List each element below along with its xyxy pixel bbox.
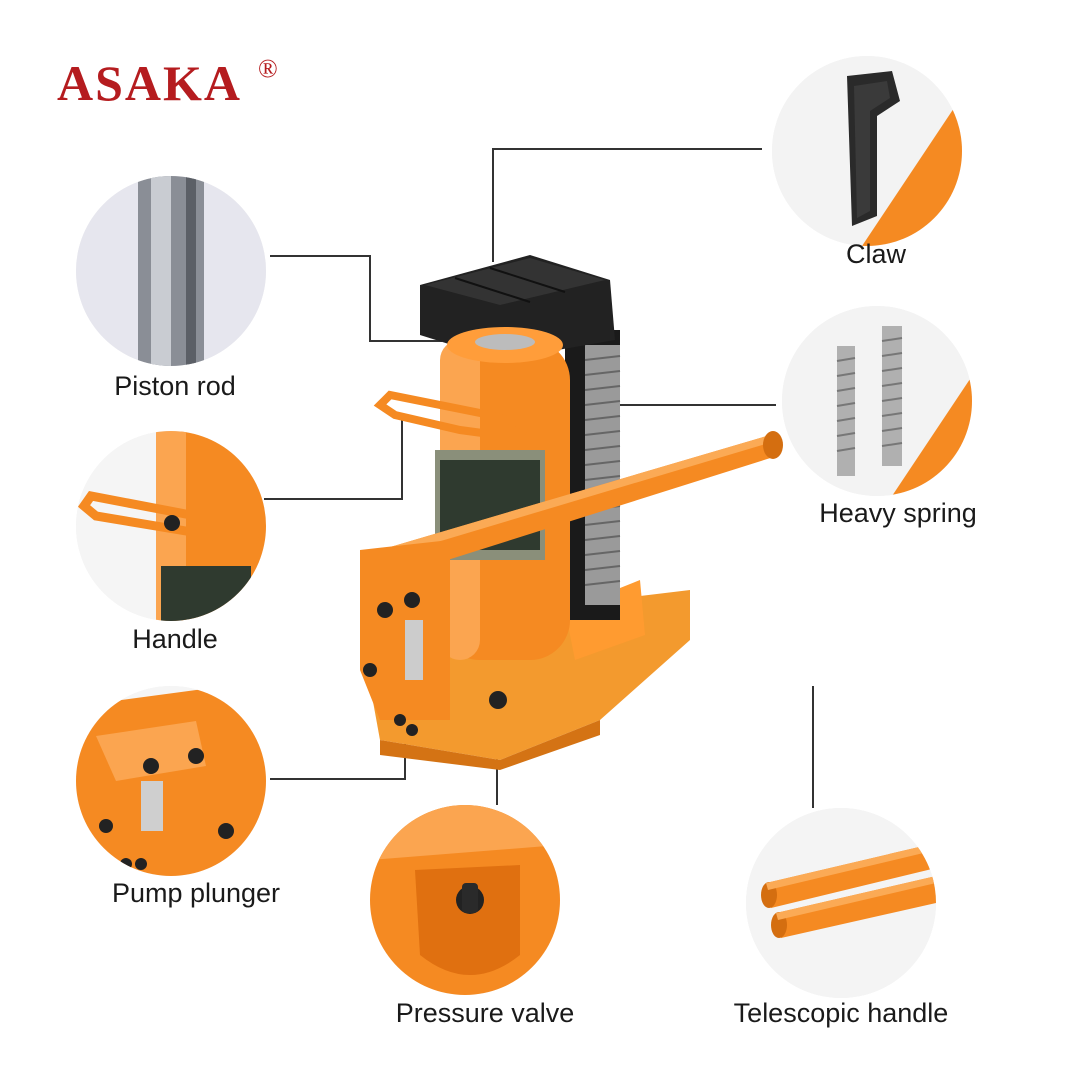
pump-plunger-label: Pump plunger	[111, 878, 281, 908]
pump-plunger-detail-image	[76, 686, 266, 876]
claw-label: Claw	[845, 239, 906, 269]
claw-detail-image	[772, 56, 962, 246]
pressure-valve-detail-image	[370, 805, 560, 995]
handle-detail-image	[76, 431, 266, 621]
brand-logo: ASAKA	[57, 55, 243, 111]
heavy-spring-label: Heavy spring	[819, 498, 977, 528]
piston-rod-detail-image	[76, 176, 266, 366]
toe-jack-image	[360, 255, 783, 770]
telescopic-handle-label: Telescopic handle	[733, 998, 949, 1028]
handle-label: Handle	[132, 624, 218, 654]
telescopic-handle-detail-image	[746, 808, 936, 998]
heavy-spring-detail-image	[782, 306, 972, 496]
pressure-valve-label: Pressure valve	[395, 998, 575, 1028]
piston-rod-label: Piston rod	[114, 371, 236, 401]
registered-mark: ®	[258, 54, 278, 83]
